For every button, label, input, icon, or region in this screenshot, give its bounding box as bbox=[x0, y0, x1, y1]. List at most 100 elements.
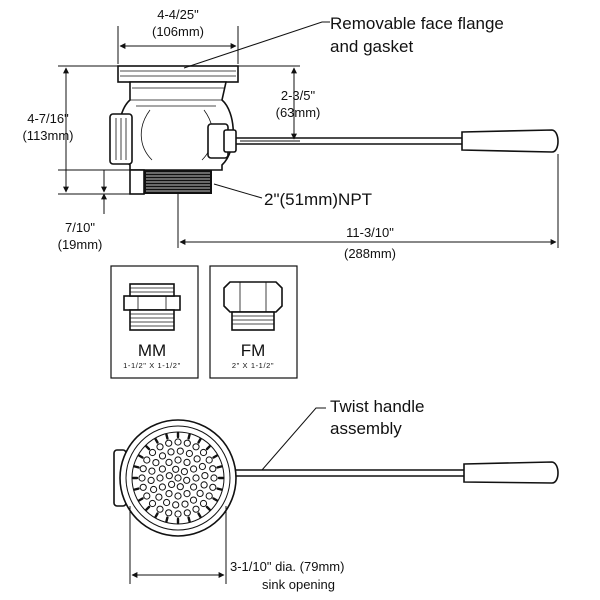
strainer-hole bbox=[176, 483, 184, 491]
strainer-hole bbox=[150, 485, 158, 494]
strainer-hole bbox=[152, 459, 160, 467]
npt-callout: 2"(51mm)NPT bbox=[213, 183, 372, 209]
strainer-hole bbox=[143, 456, 151, 464]
strainer-hole bbox=[183, 458, 191, 466]
strainer-hole bbox=[185, 449, 193, 458]
strainer-hole bbox=[183, 509, 191, 517]
adapter-fm: FM 2" X 1-1/2" bbox=[209, 265, 298, 379]
adapter-fm-subtitle: 2" X 1-1/2" bbox=[232, 361, 274, 370]
adapter-mm: MM 1-1/2" X 1-1/2" bbox=[110, 265, 199, 379]
strainer-hole bbox=[205, 456, 213, 464]
strainer-slot bbox=[137, 454, 144, 459]
height-imperial: 4-7/16" bbox=[27, 111, 69, 126]
strainer-hole bbox=[172, 465, 180, 473]
strainer-slot bbox=[205, 445, 212, 451]
strainer-slot bbox=[212, 454, 219, 459]
npt-callout-text: 2"(51mm)NPT bbox=[264, 190, 372, 209]
strainer-hole bbox=[172, 501, 180, 509]
strainer-slot bbox=[154, 437, 159, 444]
diameter-note: sink opening bbox=[262, 577, 335, 592]
strainer-hole bbox=[168, 480, 176, 488]
diameter-text: 3-1/10" dia. (79mm) bbox=[230, 559, 344, 574]
strainer-hole bbox=[181, 500, 189, 508]
strainer-holes bbox=[131, 431, 225, 525]
strainer-hole bbox=[158, 465, 166, 473]
strainer-hole bbox=[165, 472, 173, 480]
strainer-slot bbox=[187, 433, 191, 440]
side-view bbox=[109, 65, 559, 195]
strainer-hole bbox=[209, 465, 217, 473]
handle-grip bbox=[461, 129, 559, 153]
flange-callout-line1: Removable face flange bbox=[330, 14, 504, 33]
strainer-hole bbox=[190, 465, 198, 473]
adapter-mm-title: MM bbox=[138, 341, 166, 360]
strainer-hole bbox=[156, 505, 164, 513]
strainer-hole bbox=[148, 448, 157, 457]
width-metric: (106mm) bbox=[152, 24, 204, 39]
strainer-slot bbox=[133, 487, 140, 491]
top-view bbox=[113, 419, 559, 537]
strainer-hole bbox=[158, 452, 167, 460]
strainer-hole bbox=[148, 499, 157, 508]
strainer-hole bbox=[190, 483, 198, 491]
handle-callout: Twist handle assembly bbox=[261, 397, 425, 471]
handle-callout-line2: assembly bbox=[330, 419, 402, 438]
strainer-hole bbox=[183, 439, 191, 447]
strainer-slot bbox=[197, 437, 202, 444]
thread-imperial: 7/10" bbox=[65, 220, 95, 235]
strainer-hole bbox=[165, 490, 173, 498]
strainer-hole bbox=[165, 458, 173, 466]
handle-height-metric: (63mm) bbox=[276, 105, 321, 120]
width-imperial: 4-4/25" bbox=[157, 7, 199, 22]
length-imperial: 11-3/10" bbox=[346, 225, 394, 240]
strainer-slot bbox=[144, 445, 151, 451]
strainer-slot bbox=[144, 505, 151, 511]
strainer-hole bbox=[196, 489, 204, 497]
strainer-hole bbox=[158, 483, 166, 491]
strainer-hole bbox=[147, 476, 155, 484]
strainer-slot bbox=[133, 465, 140, 469]
strainer-hole bbox=[180, 468, 188, 476]
strainer-hole bbox=[199, 499, 208, 508]
strainer-slot bbox=[216, 465, 223, 469]
width-dimension: 4-4/25" (106mm) bbox=[117, 7, 239, 64]
strainer-hole bbox=[200, 481, 208, 489]
strainer-hole bbox=[193, 455, 201, 463]
flange-callout-line2: and gasket bbox=[330, 37, 413, 56]
strainer-hole bbox=[183, 490, 191, 498]
strainer-hole bbox=[198, 462, 206, 471]
strainer-hole bbox=[165, 439, 173, 447]
strainer-slot bbox=[154, 512, 159, 519]
handle-grip-top bbox=[463, 461, 559, 484]
strainer-hole bbox=[167, 448, 175, 456]
strainer-hole bbox=[138, 474, 146, 482]
strainer-slot bbox=[165, 516, 169, 523]
strainer-slot bbox=[197, 512, 202, 519]
strainer-hole bbox=[183, 476, 191, 484]
length-dimension: 11-3/10" (288mm) bbox=[177, 154, 559, 261]
height-dimension: 4-7/16" (113mm) bbox=[22, 65, 130, 195]
strainer-hole bbox=[143, 492, 151, 500]
strainer-hole bbox=[156, 474, 164, 482]
strainer-hole bbox=[174, 492, 182, 500]
strainer-hole bbox=[174, 438, 182, 446]
adapter-mm-subtitle: 1-1/2" X 1-1/2" bbox=[123, 361, 181, 370]
handle-callout-line1: Twist handle bbox=[330, 397, 425, 416]
face-flange bbox=[117, 65, 239, 83]
strainer-hole bbox=[174, 510, 182, 518]
strainer-slot bbox=[165, 433, 169, 440]
thread-dimension: 7/10" (19mm) bbox=[58, 169, 130, 252]
strainer-hole bbox=[205, 492, 213, 500]
height-metric: (113mm) bbox=[22, 128, 73, 143]
strainer-slot bbox=[205, 505, 212, 511]
strainer-hole bbox=[156, 443, 164, 451]
length-metric: (288mm) bbox=[344, 246, 396, 261]
thread-metric: (19mm) bbox=[58, 237, 103, 252]
strainer-hole bbox=[209, 483, 217, 491]
handle-height-imperial: 2-3/5" bbox=[281, 88, 316, 103]
strainer-hole bbox=[192, 474, 200, 482]
flange-callout: Removable face flange and gasket bbox=[183, 14, 504, 69]
diameter-dimension: 3-1/10" dia. (79mm) sink opening bbox=[129, 506, 344, 592]
strainer-hole bbox=[189, 496, 198, 504]
